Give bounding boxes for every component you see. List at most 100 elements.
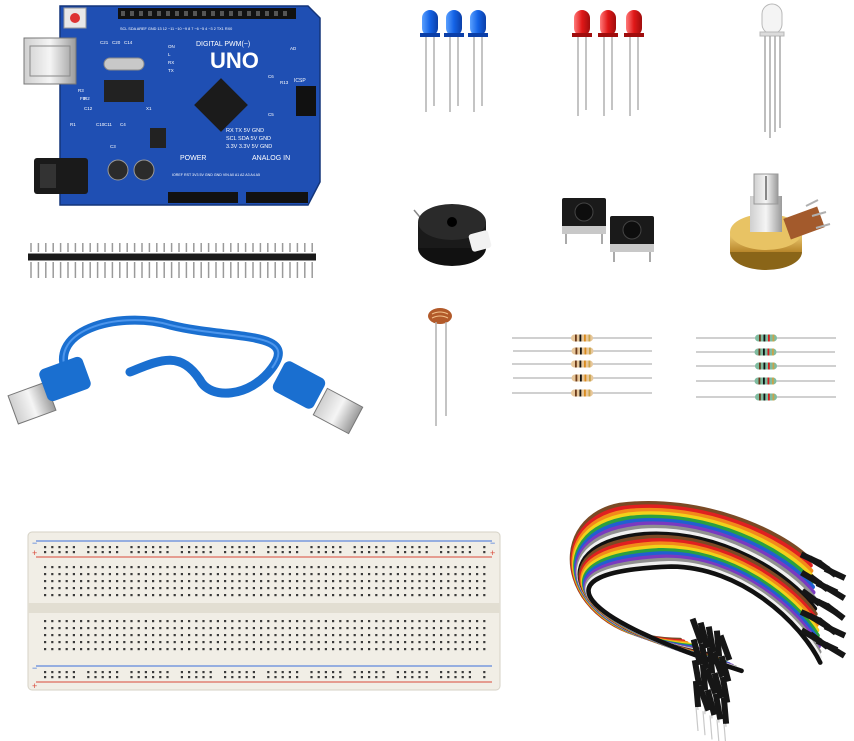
jumper-connector bbox=[823, 566, 847, 581]
jumper-connector bbox=[691, 659, 703, 687]
silk-label: C6 bbox=[268, 74, 274, 79]
photoresistor bbox=[428, 308, 452, 426]
resistor bbox=[696, 334, 836, 342]
silk-label: FB bbox=[80, 96, 86, 101]
jumper-connector bbox=[823, 623, 847, 639]
resistor bbox=[513, 374, 652, 382]
resistor bbox=[696, 377, 835, 385]
usb-cable bbox=[7, 315, 364, 435]
jumper-connector bbox=[824, 641, 846, 659]
silk-label: C4 bbox=[120, 122, 126, 127]
rail-minus-sign: − bbox=[32, 663, 37, 673]
silk-label: RX bbox=[168, 60, 174, 65]
mid-label-3: 3.3V 3.3V 5V GND bbox=[226, 144, 272, 150]
mid-label-2: SCL SDA 5V GND bbox=[226, 136, 271, 142]
red-leds bbox=[572, 10, 644, 116]
resistors-beige bbox=[512, 334, 652, 397]
silk-label: L bbox=[168, 52, 171, 57]
jumper-wire bbox=[586, 564, 823, 674]
icsp-label: ICSP bbox=[294, 78, 306, 84]
jumper-connector bbox=[720, 697, 730, 725]
jumper-connector bbox=[698, 642, 710, 670]
red-led bbox=[598, 10, 618, 116]
silk-label: R1 bbox=[70, 122, 76, 127]
microcontroller-chip bbox=[194, 78, 248, 132]
blue-led bbox=[420, 10, 440, 112]
pin-row-bottom-label: IOREF RST 3V3 5V GND GND VIN A0 A1 A2 A3… bbox=[172, 173, 260, 177]
silk-label: AD bbox=[290, 46, 297, 51]
usb-cable-connector-right bbox=[272, 361, 364, 435]
power-header bbox=[168, 192, 238, 203]
header-pins bbox=[30, 243, 313, 278]
jumper-connector bbox=[824, 602, 846, 621]
breadboard: + − + − + − bbox=[27, 531, 501, 691]
pin-row-top-label: SCL SDA AREF GND 13 12 ~11 ~10 ~9 8 7 ~6… bbox=[120, 27, 232, 31]
usb-cable-connector-left bbox=[7, 356, 91, 425]
resistor bbox=[696, 393, 836, 401]
silk-label: TX bbox=[168, 68, 174, 73]
jumper-connector bbox=[719, 676, 731, 704]
jumper-connector bbox=[718, 655, 732, 683]
jumper-connector bbox=[710, 651, 726, 678]
jumper-connector bbox=[704, 689, 718, 716]
silk-label: R3 bbox=[78, 88, 84, 93]
jumper-connector bbox=[689, 617, 705, 645]
silk-label: R2 bbox=[84, 96, 90, 101]
jumper-connector bbox=[697, 621, 711, 649]
arduino-uno-board: UNO DIGITAL PWM(~) POWER ANALOG IN ICSP … bbox=[23, 5, 321, 206]
breadboard-holes bbox=[44, 546, 486, 679]
digital-header-pins bbox=[121, 11, 287, 16]
rail-plus-sign: + bbox=[32, 681, 37, 691]
digital-header bbox=[118, 8, 296, 19]
silk-label: ON bbox=[168, 44, 175, 49]
silk-label: C21 bbox=[100, 40, 109, 45]
silk-label: X1 bbox=[146, 106, 152, 111]
silk-label: R13 bbox=[280, 80, 289, 85]
push-button bbox=[610, 216, 654, 262]
power-label: POWER bbox=[180, 155, 206, 162]
red-led bbox=[572, 10, 592, 116]
resistor bbox=[512, 389, 652, 397]
icsp-header bbox=[296, 86, 316, 116]
male-pin-header-strip bbox=[28, 243, 316, 278]
push-button bbox=[562, 198, 606, 244]
analog-in-label: ANALOG IN bbox=[252, 155, 290, 162]
rail-plus-sign: + bbox=[490, 548, 495, 558]
resistor bbox=[513, 347, 652, 355]
silk-label: C5 bbox=[268, 112, 274, 117]
jumper-wire-bundle bbox=[569, 500, 847, 741]
rail-minus-sign: − bbox=[490, 538, 495, 548]
crystal-oscillator bbox=[103, 57, 145, 71]
usb-b-port bbox=[23, 37, 77, 85]
rail-plus-sign: + bbox=[32, 548, 37, 558]
resistor bbox=[512, 334, 652, 342]
jumper-connector bbox=[712, 693, 724, 720]
resistors-green bbox=[696, 334, 836, 401]
jumper-connector bbox=[705, 626, 717, 653]
analog-header bbox=[246, 192, 308, 203]
jumper-connector bbox=[824, 584, 846, 601]
board-subtitle: DIGITAL PWM(~) bbox=[196, 41, 250, 48]
silk-label: C10 bbox=[96, 122, 105, 127]
silk-label: C11 bbox=[104, 122, 112, 127]
jumper-connector bbox=[690, 638, 704, 666]
red-led bbox=[624, 10, 644, 116]
silk-label: C12 bbox=[84, 106, 93, 111]
blue-led bbox=[468, 10, 488, 112]
jumper-connector bbox=[717, 634, 733, 662]
jumper-connector bbox=[703, 668, 719, 695]
rail-minus-sign: − bbox=[32, 538, 37, 548]
resistor bbox=[512, 360, 652, 368]
blue-led bbox=[444, 10, 464, 112]
silk-label: C20 bbox=[112, 40, 121, 45]
silk-label: C14 bbox=[124, 40, 133, 45]
silk-label: C3 bbox=[110, 144, 116, 149]
capacitor-1 bbox=[107, 159, 129, 181]
capacitor-2 bbox=[133, 159, 155, 181]
potentiometer bbox=[730, 173, 831, 270]
resistor bbox=[696, 362, 836, 370]
resistor bbox=[696, 348, 835, 356]
buzzer-sticker bbox=[468, 230, 492, 252]
piezo-buzzer bbox=[413, 204, 492, 266]
